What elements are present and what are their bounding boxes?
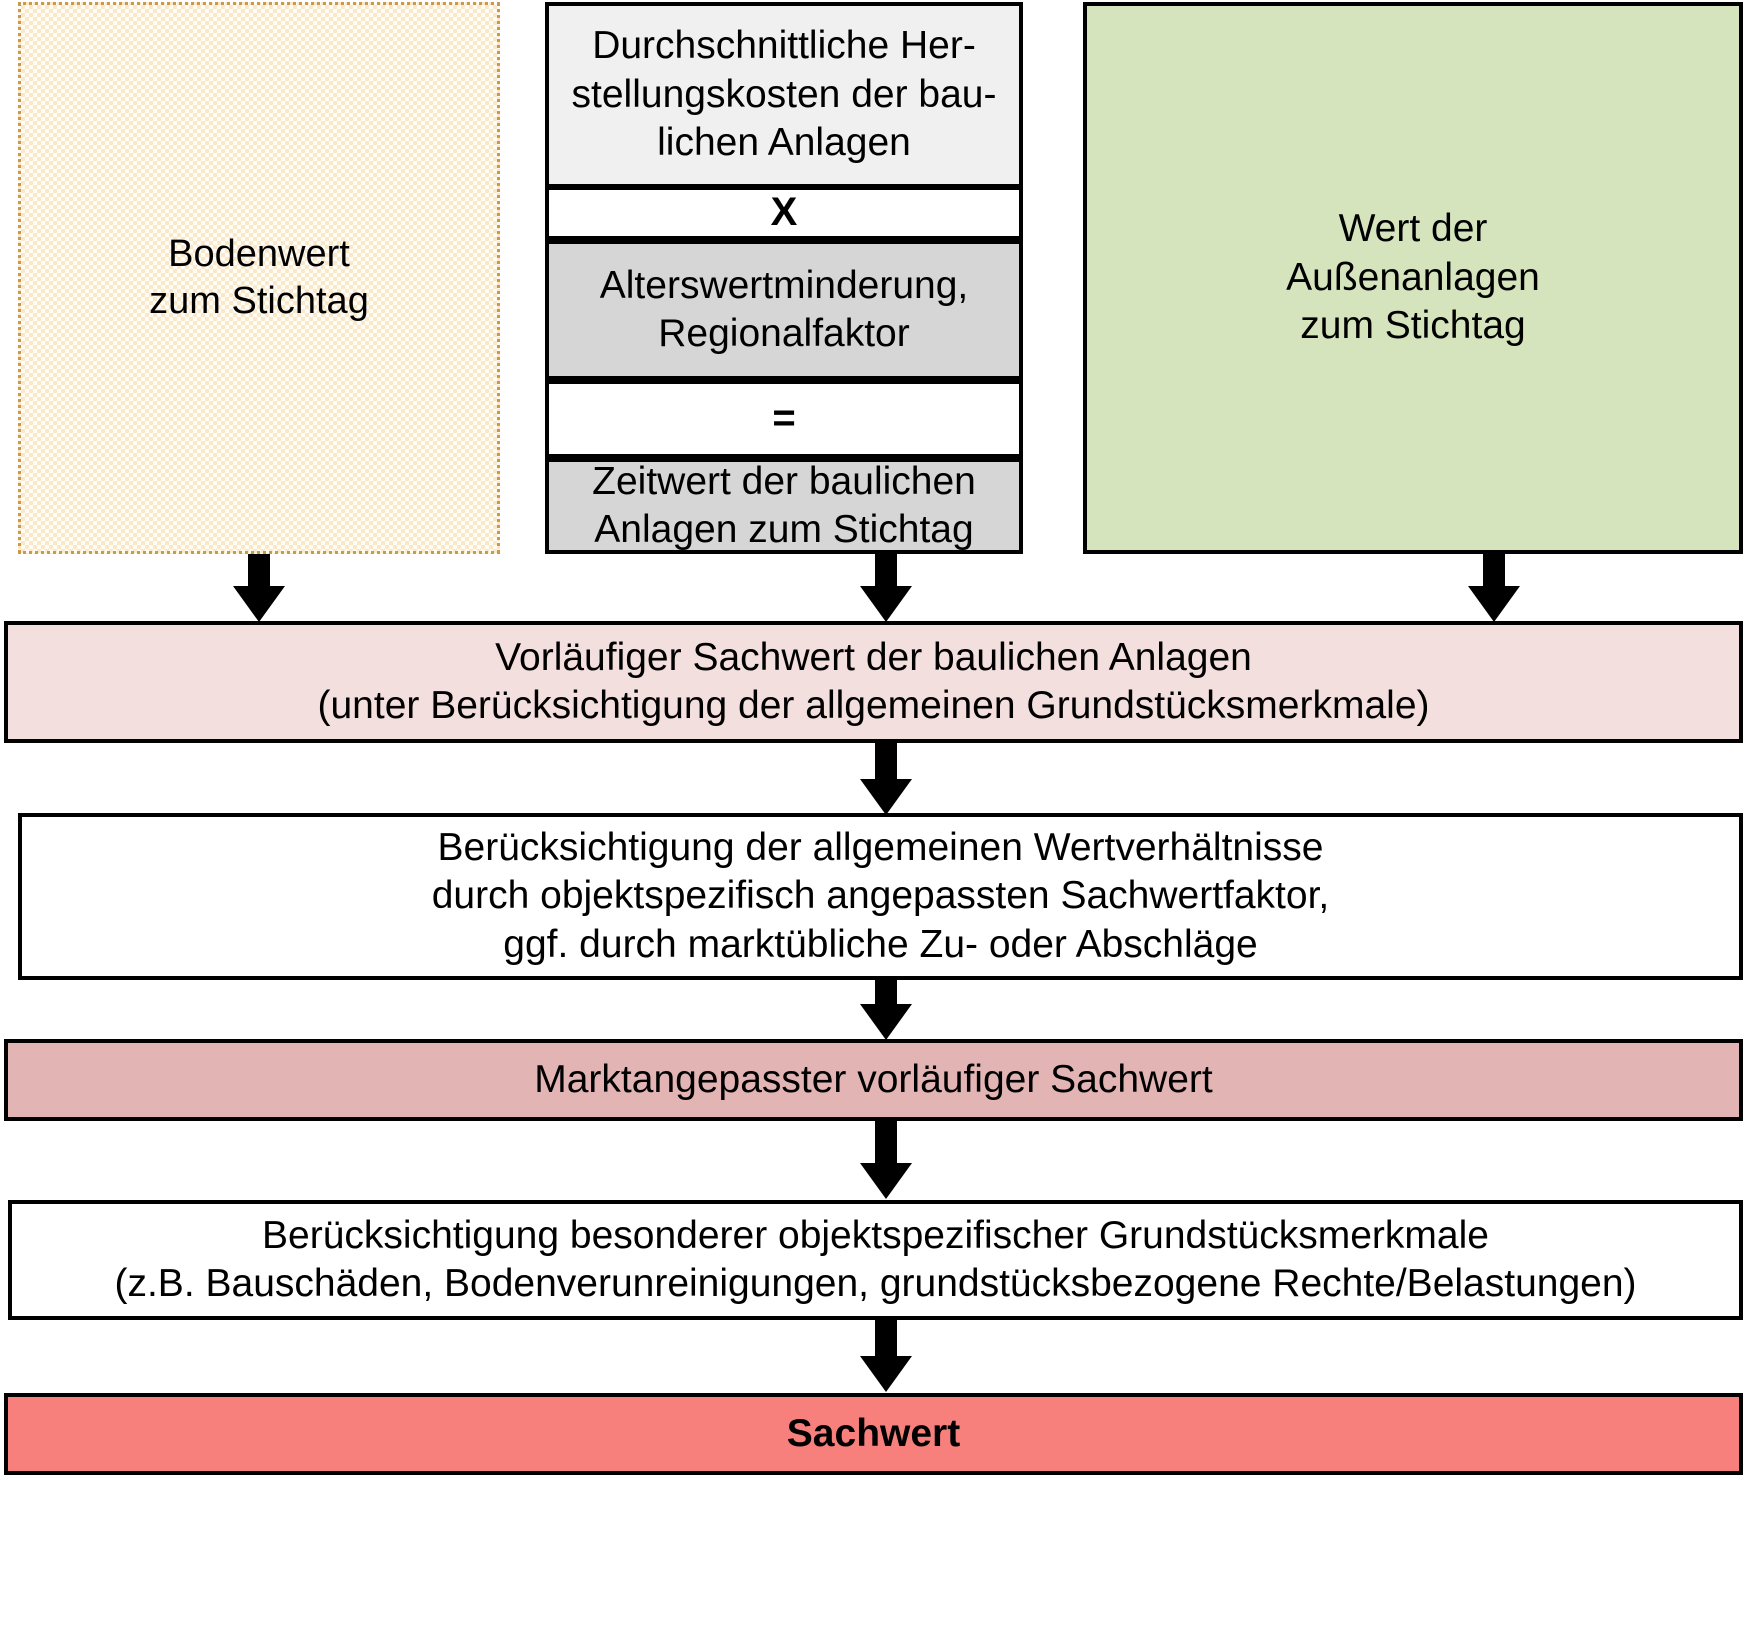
node-marktangepasster-sachwert-label: Marktangepasster vorläufiger Sachwert: [534, 1057, 1213, 1101]
arrow-shaft: [875, 980, 897, 1006]
node-beruecksichtigung-merkmale: Berücksichtigung besonderer objektspezif…: [8, 1200, 1743, 1320]
node-herstellungskosten-label: Durchschnittliche Her- stellungskosten d…: [571, 24, 997, 165]
arrow-shaft: [875, 1320, 897, 1360]
arrow-head: [860, 1163, 912, 1199]
node-alterswertminderung-label: Alterswertminderung, Regionalfaktor: [599, 263, 969, 355]
arrow-shaft: [1483, 554, 1505, 588]
arrow-head: [860, 586, 912, 622]
node-sachwert-label: Sachwert: [786, 1411, 961, 1455]
arrow-shaft: [875, 554, 897, 588]
node-aussenanlagen-label: Wert der Außenanlagen zum Stichtag: [1286, 207, 1540, 348]
arrow-head: [860, 779, 912, 815]
operator-equals-label: =: [772, 396, 796, 441]
arrow-head: [233, 586, 285, 622]
arrow-head: [860, 1356, 912, 1392]
node-beruecksichtigung-wertverhaeltnisse: Berücksichtigung der allgemeinen Wertver…: [18, 813, 1743, 980]
arrow-shaft: [875, 743, 897, 783]
node-bodenwert-label: Bodenwert zum Stichtag: [149, 232, 369, 322]
node-aussenanlagen: Wert der Außenanlagen zum Stichtag: [1083, 2, 1743, 554]
node-vorlaeufiger-sachwert-label: Vorläufiger Sachwert der baulichen Anlag…: [317, 635, 1430, 727]
node-vorlaeufiger-sachwert: Vorläufiger Sachwert der baulichen Anlag…: [4, 621, 1743, 743]
node-zeitwert-label: Zeitwert der baulichen Anlagen zum Stich…: [592, 459, 976, 551]
arrow-head: [860, 1004, 912, 1040]
node-zeitwert: Zeitwert der baulichen Anlagen zum Stich…: [545, 458, 1023, 554]
node-sachwert: Sachwert: [4, 1393, 1743, 1475]
node-beruecksichtigung-wertverhaeltnisse-label: Berücksichtigung der allgemeinen Wertver…: [431, 825, 1330, 966]
operator-equals: =: [545, 380, 1023, 458]
node-beruecksichtigung-merkmale-label: Berücksichtigung besonderer objektspezif…: [114, 1213, 1637, 1305]
operator-multiply-label: X: [770, 190, 798, 235]
node-herstellungskosten: Durchschnittliche Her- stellungskosten d…: [545, 2, 1023, 188]
node-alterswertminderung: Alterswertminderung, Regionalfaktor: [545, 240, 1023, 380]
arrow-head: [1468, 586, 1520, 622]
node-bodenwert: Bodenwert zum Stichtag: [18, 2, 500, 554]
arrow-shaft: [248, 554, 270, 588]
operator-multiply: X: [545, 186, 1023, 240]
node-marktangepasster-sachwert: Marktangepasster vorläufiger Sachwert: [4, 1039, 1743, 1121]
arrow-shaft: [875, 1121, 897, 1166]
